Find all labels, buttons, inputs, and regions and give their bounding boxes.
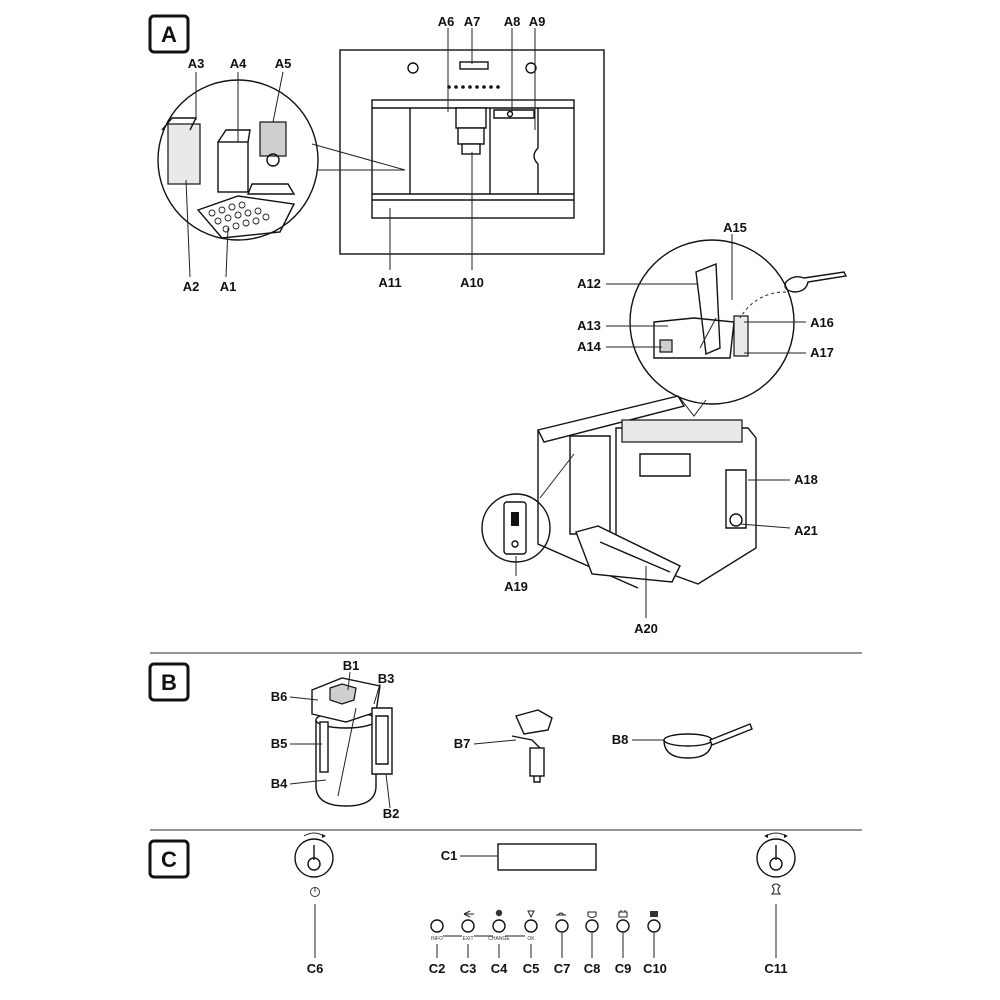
label-a9: A9: [529, 14, 546, 29]
change-label: CHANGE: [488, 936, 510, 942]
measuring-scoop: [632, 723, 753, 759]
button-row-dots: [447, 85, 500, 89]
section-b-badge: [148, 662, 190, 702]
label-b4: B4: [271, 776, 288, 791]
label-a15: A15: [723, 220, 747, 235]
screw-left-icon: [407, 62, 419, 74]
label-a3: A3: [188, 56, 205, 71]
hot-water-icon: [618, 910, 628, 918]
label-a11: A11: [378, 275, 401, 290]
hot-water-button: [616, 919, 630, 933]
strength-button: [555, 919, 569, 933]
label-b3: B3: [378, 671, 395, 686]
bean-container-magnifier: [606, 234, 848, 417]
label-a4: A4: [230, 56, 247, 71]
drip-grid: [208, 201, 270, 233]
top-grill: [621, 419, 743, 443]
cup-icon: [587, 911, 597, 918]
label-a8: A8: [504, 14, 521, 29]
label-c5: C5: [523, 961, 540, 976]
label-a21: A21: [794, 523, 818, 538]
label-b8: B8: [612, 732, 629, 747]
label-c1: C1: [441, 848, 458, 863]
ok-label: OK: [527, 936, 535, 942]
hot-water-spout: [473, 709, 553, 783]
label-a14: A14: [577, 339, 602, 354]
door-opening: [371, 99, 575, 219]
ok-button: [524, 919, 538, 933]
a19-magnifier: [481, 453, 575, 576]
label-b5: B5: [271, 736, 288, 751]
ok-icon: [527, 910, 535, 919]
label-c9: C9: [615, 961, 632, 976]
grounds-container: [217, 141, 249, 193]
label-a20: A20: [634, 621, 658, 636]
label-b1: B1: [343, 658, 360, 673]
label-c3: C3: [460, 961, 477, 976]
change-icon: [495, 909, 503, 917]
label-b7: B7: [454, 736, 471, 751]
change-button: [492, 919, 506, 933]
bean-lid: [695, 262, 721, 356]
label-a18: A18: [794, 472, 818, 487]
label-a2: A2: [183, 279, 200, 294]
section-a-letter: A: [161, 22, 177, 47]
infuser: [259, 121, 287, 157]
label-a10: A10: [460, 275, 484, 290]
cup-button: [585, 919, 599, 933]
water-indicator: [503, 501, 527, 555]
interior-magnifier: [157, 71, 319, 278]
label-c8: C8: [584, 961, 601, 976]
machine-front: [311, 28, 605, 270]
label-c10: C10: [643, 961, 667, 976]
label-c6: C6: [307, 961, 324, 976]
control-buttons: INFO EXIT CHANGE OK: [430, 909, 661, 958]
milk-container: [289, 671, 393, 809]
label-b6: B6: [271, 689, 288, 704]
label-a19: A19: [504, 579, 528, 594]
section-c-letter: C: [161, 847, 177, 872]
label-a13: A13: [577, 318, 601, 333]
info-label: INFO: [431, 936, 443, 942]
exit-label: EXIT: [462, 936, 473, 942]
steam-knob: [756, 832, 796, 958]
info-button: [430, 919, 444, 933]
exit-button: [461, 919, 475, 933]
display-slot: [459, 61, 489, 70]
label-c7: C7: [554, 961, 571, 976]
label-a16: A16: [810, 315, 834, 330]
section-c: C INFO EXIT CHANGE: [148, 832, 796, 976]
exit-arrow-icon: [463, 910, 474, 918]
display-screen: [497, 843, 597, 871]
label-a6: A6: [438, 14, 455, 29]
coffee-strength-icon: [556, 912, 566, 916]
label-a1: A1: [220, 279, 237, 294]
power-knob: [294, 832, 334, 958]
power-icon: [310, 887, 320, 897]
section-b-letter: B: [161, 670, 177, 695]
machine-perspective: [536, 395, 791, 618]
section-b: B: [148, 658, 753, 821]
menu-icon: [650, 911, 658, 917]
label-b2: B2: [383, 806, 400, 821]
label-a17: A17: [810, 345, 834, 360]
screw-right-icon: [525, 62, 537, 74]
label-a5: A5: [275, 56, 292, 71]
label-a12: A12: [577, 276, 601, 291]
section-c-badge: [148, 839, 190, 879]
menu-button: [647, 919, 661, 933]
label-a7: A7: [464, 14, 481, 29]
section-a: A: [148, 14, 848, 636]
label-c4: C4: [491, 961, 508, 976]
coffee-spout: [455, 107, 487, 129]
brew-unit: [167, 123, 201, 185]
section-a-badge: [148, 14, 190, 54]
label-c2: C2: [429, 961, 446, 976]
label-c11: C11: [764, 961, 787, 976]
steam-icon: [770, 883, 782, 895]
